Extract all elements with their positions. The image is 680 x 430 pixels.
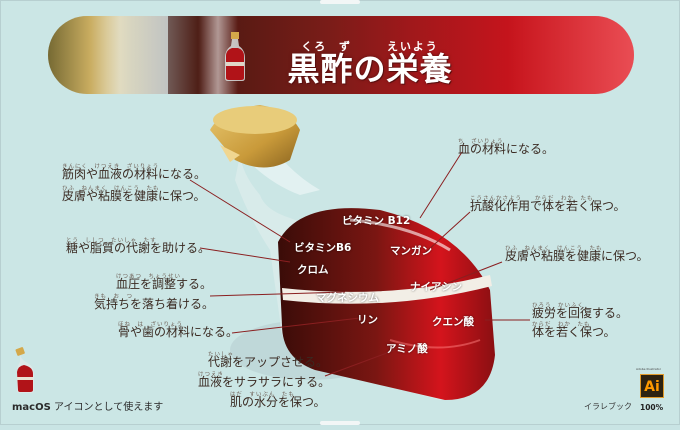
note-fatigue-text: 疲労を回復する。 xyxy=(532,306,629,320)
note-antioxidant: こうさんかさよう からだ わか たも 抗酸化作用で体を若く保つ。 xyxy=(470,192,626,213)
note-metabolism-ruby: とう ししつ たいしゃ たす xyxy=(66,238,157,244)
illustrator-icon[interactable]: Ai xyxy=(640,374,664,398)
note-calm-ruby: きも お つ xyxy=(94,294,134,300)
label-manganese: マンガン xyxy=(390,245,432,257)
top-edge-handle[interactable] xyxy=(320,0,360,4)
note-young-body-text: 体を若く保つ。 xyxy=(532,325,616,339)
label-citric-acid: クエン酸 xyxy=(432,316,474,328)
mac-caption-bold: macOS xyxy=(12,402,51,413)
mac-caption: macOS アイコンとして使えます xyxy=(12,398,163,413)
note-skin-left: ひふ ねんまく けんこう たも 皮膚や粘膜を健康に保つ。 xyxy=(62,182,206,203)
note-antiox-text: 抗酸化作用で体を若く保つ。 xyxy=(470,199,626,213)
ai-small-label: Adobe Illustrator xyxy=(636,367,661,371)
small-bottle-icon xyxy=(225,32,245,81)
ruby-su: ず xyxy=(338,40,352,53)
label-amino-acid: アミノ酸 xyxy=(386,343,428,355)
title-banner: くろ ず えいよう 黒酢の栄養 xyxy=(48,16,634,94)
note-metabolism-text: 糖や脂質の代謝を助ける。 xyxy=(66,241,211,255)
note-blood: ち ざいりょう 血の材料になる。 xyxy=(458,135,554,156)
note-skin-moist-ruby: はだ すいぶん たも xyxy=(230,392,295,398)
note-blood-flow-text: 血液をサラサラにする。 xyxy=(198,375,331,389)
note-pressure-ruby: けつあつ ちょうせい xyxy=(116,274,182,280)
mac-caption-rest: アイコンとして使えます xyxy=(50,402,164,413)
note-bone-ruby: ほね は ざいりょう xyxy=(118,322,184,328)
banner-shine xyxy=(508,16,634,94)
note-young-body: からだ わか たも 体を若く保つ。 xyxy=(532,318,616,339)
note-skin-moist: はだ すいぶん たも 肌の水分を保つ。 xyxy=(230,388,326,409)
note-fatigue: ひろう かいふく 疲労を回復する。 xyxy=(532,299,628,320)
note-skin-right-text: 皮膚や粘膜を健康に保つ。 xyxy=(505,249,649,263)
zoom-level: 100% xyxy=(640,403,664,412)
note-calm: きも お つ 気持ちを落ち着ける。 xyxy=(94,290,214,311)
note-muscle: きんにく けつえき ざいりょう 筋肉や血液の材料になる。 xyxy=(62,160,206,181)
vinegar-bottle-illustration xyxy=(210,105,495,400)
label-chromium: クロム xyxy=(297,264,329,276)
label-niacin: ナイアシン xyxy=(410,281,463,293)
label-vitamin-b6: ビタミンB6 xyxy=(294,242,352,254)
note-metab-up-text: 代謝をアップさせる。 xyxy=(208,355,329,369)
title-block: くろ ず えいよう 黒酢の栄養 xyxy=(270,38,470,87)
note-young-body-ruby: からだ わか たも xyxy=(532,322,591,328)
title-ruby: くろ ず えいよう xyxy=(270,38,470,53)
note-skin-left-ruby: ひふ ねんまく けんこう たも xyxy=(62,186,160,192)
note-fatigue-ruby: ひろう かいふく xyxy=(532,303,585,309)
note-skin-right: ひふ ねんまく けんこう たも 皮膚や粘膜を健康に保つ。 xyxy=(505,242,649,263)
note-metabolism: とう ししつ たいしゃ たす 糖や脂質の代謝を助ける。 xyxy=(66,234,210,255)
label-phosphorus: リン xyxy=(357,314,378,326)
label-vitamin-b12: ビタミン B12 xyxy=(342,215,411,227)
note-bone-text: 骨や歯の材料になる。 xyxy=(118,325,239,339)
note-skin-moist-text: 肌の水分を保つ。 xyxy=(230,395,326,409)
note-antiox-ruby: こうさんかさよう からだ わか たも xyxy=(470,196,594,202)
note-blood-flow-ruby: けつえき xyxy=(198,372,224,378)
brand-name: イラレブック xyxy=(584,402,632,411)
bottom-edge-handle[interactable] xyxy=(320,421,360,425)
banner-cap-closeup xyxy=(48,16,168,94)
note-blood-flow: けつえき 血液をサラサラにする。 xyxy=(198,368,330,389)
note-metab-up: たいしゃ 代謝をアップさせる。 xyxy=(208,348,328,369)
note-skin-right-ruby: ひふ ねんまく けんこう たも xyxy=(505,246,603,252)
note-blood-text: 血の材料になる。 xyxy=(458,142,555,156)
mac-app-icon[interactable] xyxy=(14,346,36,394)
note-muscle-text: 筋肉や血液の材料になる。 xyxy=(62,167,207,181)
page-title: 黒酢の栄養 xyxy=(287,50,453,88)
note-muscle-ruby: きんにく けつえき ざいりょう xyxy=(62,164,160,170)
label-magnesium: マグネシウム xyxy=(316,292,379,304)
ruby-eiyou: えいよう xyxy=(386,40,439,53)
note-pressure-text: 血圧を調整する。 xyxy=(116,277,213,291)
note-bone: ほね は ざいりょう 骨や歯の材料になる。 xyxy=(118,318,238,339)
note-calm-text: 気持ちを落ち着ける。 xyxy=(94,297,215,311)
ruby-kuro: くろ xyxy=(301,40,328,53)
note-skin-left-text: 皮膚や粘膜を健康に保つ。 xyxy=(62,189,206,203)
note-blood-ruby: ち ざいりょう xyxy=(458,139,504,145)
note-metab-up-ruby: たいしゃ xyxy=(208,352,235,358)
note-pressure: けつあつ ちょうせい 血圧を調整する。 xyxy=(116,270,212,291)
